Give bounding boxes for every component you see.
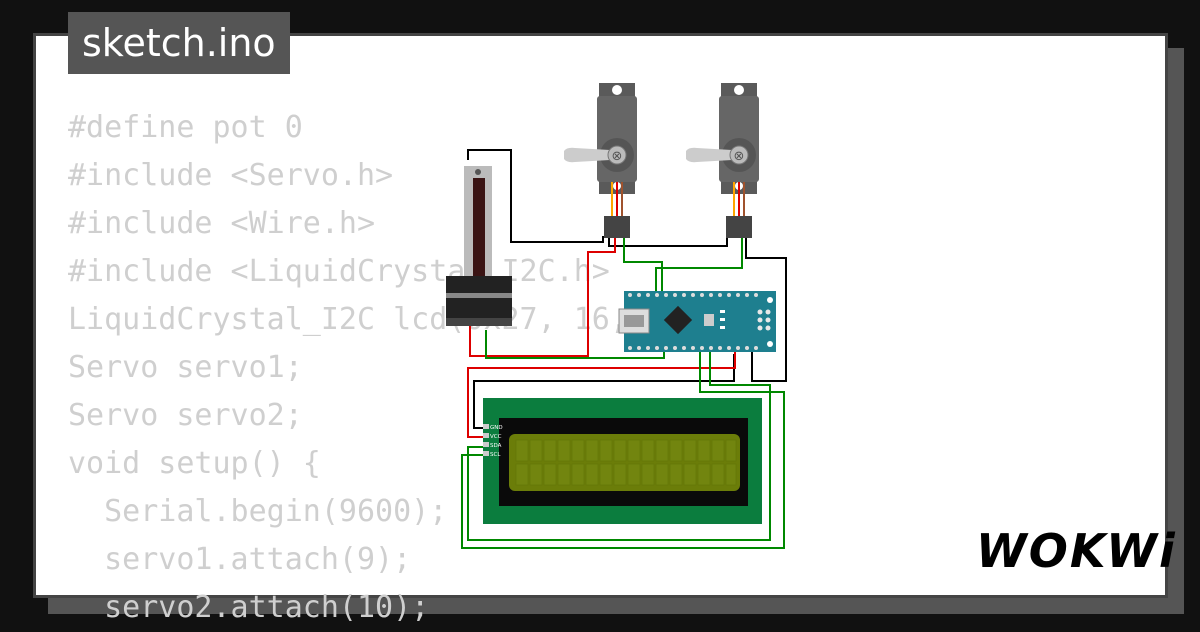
- servo-2: ⊗: [686, 83, 759, 238]
- wire-servo2-signal: [655, 236, 743, 294]
- lcd-pin-label: VCC: [490, 434, 502, 440]
- arduino-nano: [618, 291, 776, 352]
- lcd-pin-label: GND: [490, 425, 503, 431]
- code-line: #include <Wire.h>: [68, 206, 376, 241]
- wokwi-logo: WOKWi: [976, 524, 1177, 578]
- svg-text:⊗: ⊗: [612, 149, 623, 164]
- code-line: void setup() {: [68, 446, 321, 481]
- lcd-display: GND VCC SDA SCL: [483, 398, 762, 524]
- wire-vcc-pot: [469, 236, 616, 357]
- wire-scl: [461, 345, 785, 549]
- code-line: servo1.attach(9);: [68, 542, 412, 577]
- wires: [461, 149, 787, 549]
- wire-sda: [467, 345, 771, 541]
- wire-gnd-pot: [467, 149, 604, 243]
- servo-1: ⊗: [564, 83, 637, 238]
- code-line: #include <Servo.h>: [68, 158, 394, 193]
- code-line: Servo servo2;: [68, 398, 303, 433]
- slide-potentiometer: [446, 166, 512, 326]
- code-preview: #define pot 0 #include <Servo.h> #include …: [68, 104, 700, 632]
- code-line: Servo servo1;: [68, 350, 303, 385]
- wire-gnd-loop: [745, 236, 787, 382]
- code-line: servo2.attach(10);: [68, 590, 430, 625]
- wire-gnd-lcd: [473, 354, 735, 429]
- lcd-pin-label: SDA: [490, 443, 502, 449]
- filename-tab: sketch.ino: [68, 12, 290, 74]
- svg-text:⊗: ⊗: [734, 149, 745, 164]
- lcd-pin-label: SCL: [490, 452, 501, 458]
- code-line: Serial.begin(9600);: [68, 494, 448, 529]
- code-line: #define pot 0: [68, 110, 303, 145]
- wire-gnd-servo: [608, 236, 728, 247]
- wire-servo1-signal: [623, 236, 663, 294]
- code-line: #include <LiquidCrystal_I2C.h>: [68, 254, 610, 289]
- wire-vcc-nano: [467, 352, 736, 438]
